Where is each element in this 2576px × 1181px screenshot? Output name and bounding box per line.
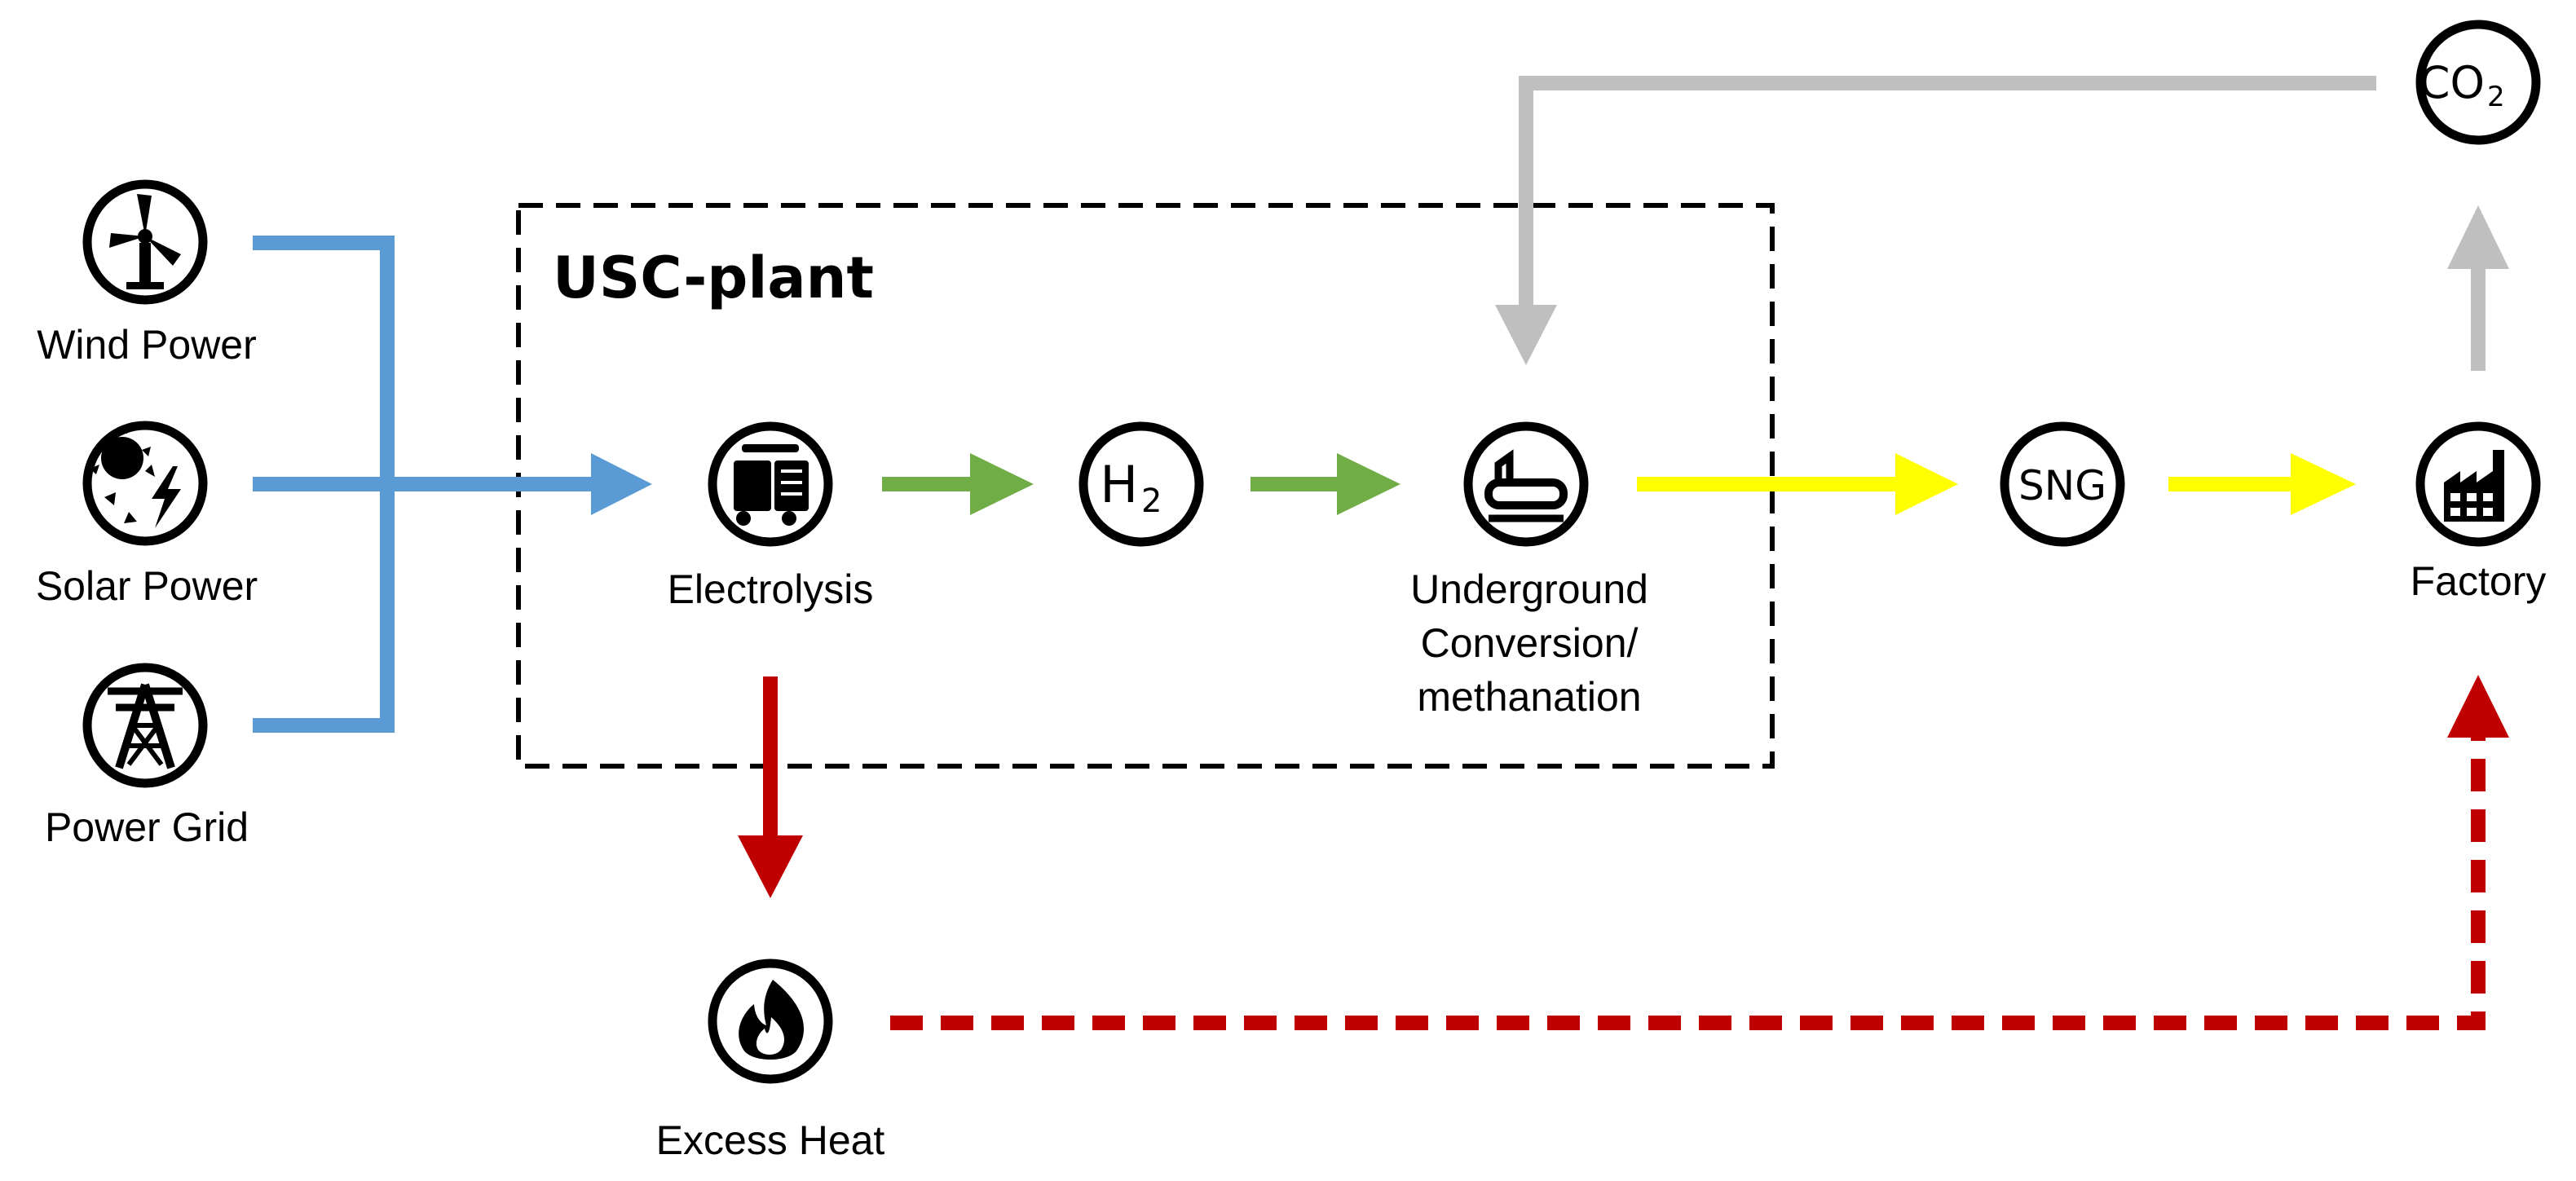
excess-heat-node: Excess Heat xyxy=(656,958,885,1163)
conversion-label-line-2: Conversion/ xyxy=(1421,620,1639,666)
power-grid-label: Power Grid xyxy=(45,804,249,850)
co2-node: CO 2 xyxy=(2415,20,2541,145)
factory-label: Factory xyxy=(2411,558,2547,604)
heat-to-factory-dashed-line xyxy=(890,734,2486,1030)
sng-to-factory-arrowhead xyxy=(2291,453,2356,515)
wind-power-label: Wind Power xyxy=(37,322,257,368)
conversion-label-line-3: methanation xyxy=(1417,674,1641,720)
factory-icon xyxy=(2444,450,2504,522)
hydrogen-symbol: H xyxy=(1100,455,1138,514)
flame-icon xyxy=(739,980,805,1060)
conversion-label-line-1: Underground xyxy=(1410,566,1648,612)
solar-power-node: Solar Power xyxy=(36,421,258,609)
co2-flow xyxy=(1495,76,2509,371)
hydrogen-subscript: 2 xyxy=(1141,483,1162,520)
heat-flow xyxy=(738,675,2509,1030)
excess-heat-label: Excess Heat xyxy=(656,1117,885,1163)
co2-return-line xyxy=(1519,76,2376,308)
electrolysis-to-h2-arrowhead xyxy=(970,453,1034,515)
storage-tank-icon xyxy=(1484,449,1568,522)
sng-symbol: SNG xyxy=(2018,462,2106,509)
power-arrowhead xyxy=(591,453,652,515)
hydrogen-flow xyxy=(882,453,1400,515)
power-flow xyxy=(253,236,652,733)
factory-to-co2-arrowhead xyxy=(2447,205,2509,269)
factory-node: Factory xyxy=(2411,421,2547,604)
wind-power-node: Wind Power xyxy=(37,179,257,368)
solar-power-label: Solar Power xyxy=(36,563,258,609)
h2-to-conversion-arrowhead xyxy=(1337,453,1400,515)
wind-turbine-icon xyxy=(109,194,181,289)
power-pylon-icon xyxy=(108,683,183,769)
electrolysis-label: Electrolysis xyxy=(668,566,874,612)
co2-return-arrowhead xyxy=(1495,305,1557,365)
heat-to-factory-arrowhead xyxy=(2447,675,2509,738)
sun-lightning-icon xyxy=(90,425,181,528)
power-grid-node: Power Grid xyxy=(45,663,249,850)
usc-plant-title: USC-plant xyxy=(553,245,874,311)
co2-subscript: 2 xyxy=(2487,81,2505,113)
hydrogen-node: H 2 xyxy=(1078,421,1204,547)
sng-node: SNG xyxy=(2000,421,2125,547)
electrolyzer-icon xyxy=(734,444,809,526)
conversion-to-sng-arrowhead xyxy=(1895,453,1958,515)
conversion-node: Underground Conversion/ methanation xyxy=(1410,421,1648,720)
sng-flow xyxy=(1637,453,2356,515)
co2-symbol: CO xyxy=(2419,57,2485,108)
electrolysis-node: Electrolysis xyxy=(668,421,874,612)
electrolysis-to-heat-arrowhead xyxy=(738,835,803,898)
